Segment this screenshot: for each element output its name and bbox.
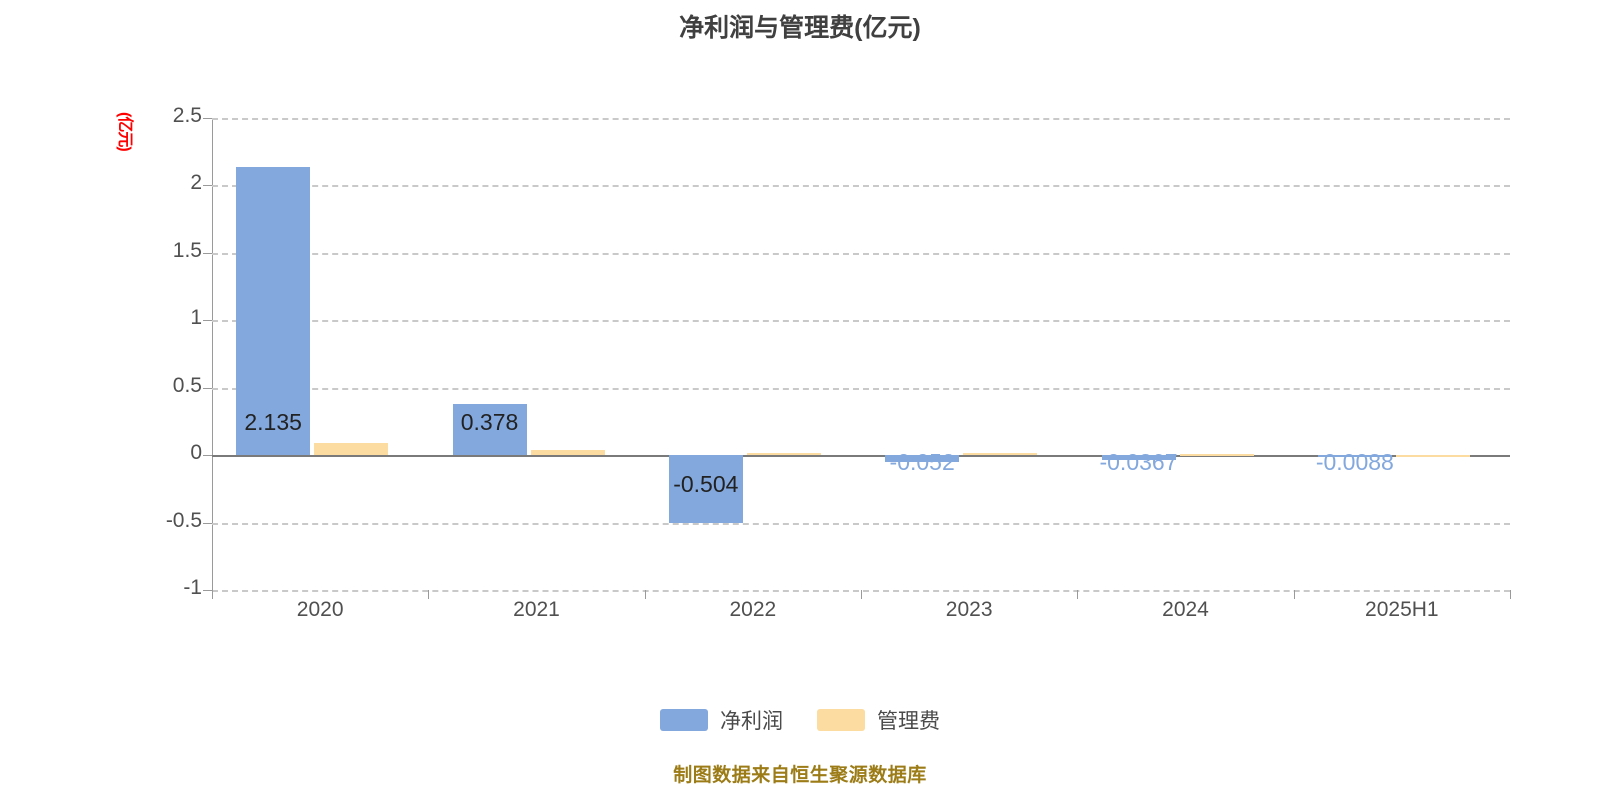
bar-净利润-2021[interactable] <box>452 404 527 456</box>
x-axis-tick <box>861 590 862 599</box>
bar-value-label: -0.0088 <box>1315 449 1394 476</box>
bar-管理费-2021[interactable] <box>530 450 605 456</box>
x-axis-tick <box>212 590 213 599</box>
chart-legend: 净利润 管理费 <box>0 705 1600 735</box>
bar-管理费-2020[interactable] <box>314 443 389 456</box>
legend-label: 净利润 <box>720 710 783 733</box>
x-axis-tick <box>1293 590 1295 599</box>
bar-管理费-2024[interactable] <box>1179 453 1254 456</box>
gridline <box>212 320 1510 323</box>
gridline <box>212 185 1510 188</box>
x-axis-tick-label: 2021 <box>513 598 560 621</box>
chart-source-note: 制图数据来自恒生聚源数据库 <box>673 765 927 786</box>
y-axis-tick <box>203 320 212 322</box>
legend-item-净利润[interactable]: 净利润 <box>660 705 783 735</box>
bar-净利润-2023[interactable] <box>885 455 960 463</box>
x-axis-tick <box>1077 590 1079 599</box>
y-axis-tick <box>203 118 212 119</box>
gridline <box>212 252 1510 255</box>
y-axis-tick <box>203 590 212 591</box>
gridline <box>212 387 1510 390</box>
bar-净利润-2024[interactable] <box>1101 455 1176 461</box>
y-axis-tick <box>203 387 212 389</box>
y-axis-tick <box>203 185 212 187</box>
legend-item-管理费[interactable]: 管理费 <box>817 705 940 735</box>
y-axis-tick-label: 2.5 <box>172 104 202 127</box>
plot-area <box>212 118 1510 590</box>
x-axis-tick <box>428 590 430 599</box>
x-axis-tick-label: 2020 <box>296 598 344 621</box>
y-axis-tick <box>203 522 212 524</box>
y-axis-tick-label: 0 <box>190 441 202 465</box>
x-axis-tick <box>1510 590 1511 599</box>
bar-value-label: -0.504 <box>673 471 739 498</box>
y-axis-tick-label: 0.5 <box>172 373 202 397</box>
y-axis-tick-label: -1 <box>183 576 202 599</box>
chart-title: 净利润与管理费(亿元) <box>679 14 921 42</box>
bar-value-label: -0.0367 <box>1099 449 1178 476</box>
y-axis-line <box>212 118 213 590</box>
bar-value-label: -0.052 <box>889 449 955 476</box>
gridline <box>212 455 1510 458</box>
legend-swatch <box>817 709 865 731</box>
x-axis-tick-label: 2023 <box>945 598 993 621</box>
y-axis-tick-label: 1 <box>190 306 202 330</box>
x-axis-tick <box>644 590 646 599</box>
x-axis-tick-label: 2025H1 <box>1365 598 1439 621</box>
gridline <box>212 522 1510 525</box>
bar-管理费-2025H1[interactable] <box>1395 454 1470 457</box>
y-axis-tick <box>203 455 212 457</box>
bar-value-label: 0.378 <box>460 409 519 436</box>
x-axis-tick-label: 2022 <box>729 598 777 621</box>
y-axis-tick-label: -0.5 <box>165 508 202 532</box>
bar-净利润-2022[interactable] <box>668 455 743 524</box>
bar-value-label: 2.135 <box>244 409 302 436</box>
bar-净利润-2025H1[interactable] <box>1317 455 1392 458</box>
gridline <box>212 118 1510 120</box>
bar-净利润-2020[interactable] <box>236 167 311 456</box>
bar-管理费-2022[interactable] <box>746 452 821 456</box>
y-axis-tick-label: 1.5 <box>172 238 202 262</box>
x-axis-tick-label: 2024 <box>1162 598 1209 621</box>
bar-管理费-2023[interactable] <box>963 453 1038 456</box>
legend-label: 管理费 <box>877 710 940 733</box>
y-axis-tick <box>203 252 212 254</box>
legend-swatch <box>660 709 708 731</box>
y-axis-tick-label: 2 <box>190 171 202 195</box>
